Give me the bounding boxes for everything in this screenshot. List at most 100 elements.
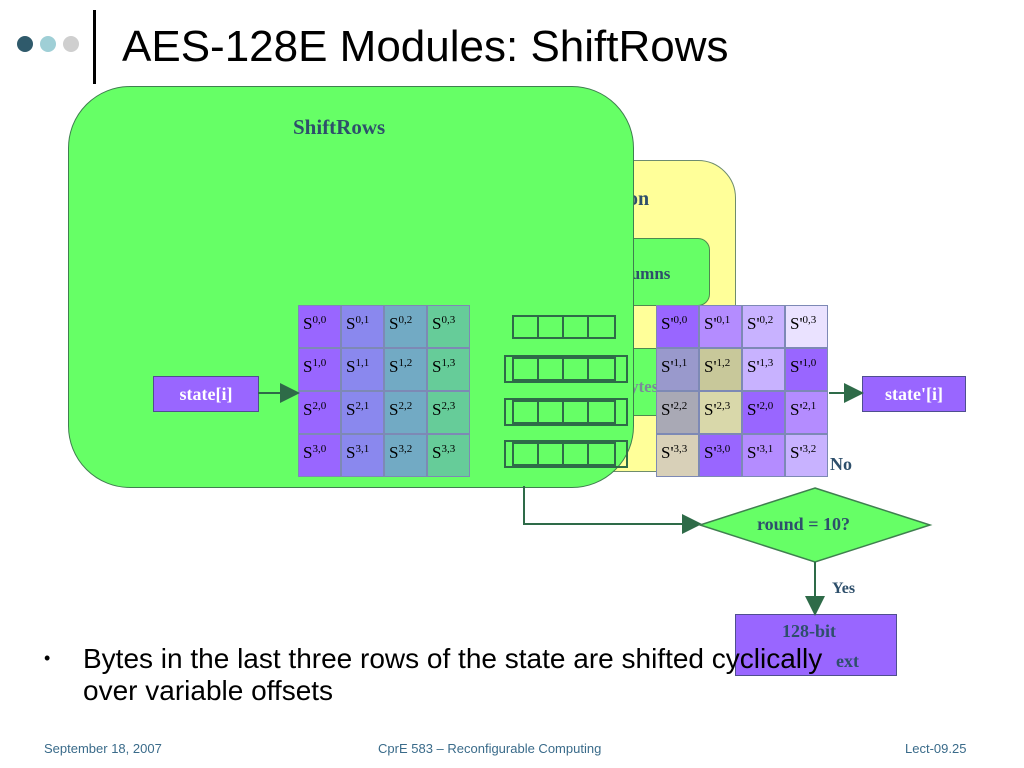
state-cell-index: 3,1 [355,443,370,455]
input-state-box: state[i] [153,376,259,412]
shifted-cell-symbol: S' [661,314,674,333]
shifted-cell-index: 2,1 [802,400,817,412]
shift-loop-row-3 [504,440,628,468]
state-cell-index: 0,3 [441,314,456,326]
decor-dot-dark [17,36,33,52]
bullet-marker: • [44,648,51,668]
shifted-cell-index: 3,3 [673,443,688,455]
shift-register-row-2 [512,400,616,424]
state-cell-symbol: S [432,400,442,419]
shifted-cell-index: 0,0 [673,314,688,326]
shifted-cell-index: 0,3 [802,314,817,326]
shifted-cell-index: 1,3 [759,357,774,369]
shifted-cell-symbol: S' [747,400,760,419]
state-cell-symbol: S [389,400,399,419]
state-cell-index: 2,0 [312,400,327,412]
shifted-cell-symbol: S' [790,443,803,462]
shifted-cell-1-2: S'1,3 [742,348,785,391]
shifted-cell-index: 0,2 [759,314,774,326]
footer-course: CprE 583 – Reconfigurable Computing [378,741,602,756]
shifted-cell-1-0: S'1,1 [656,348,699,391]
slide-title: AES-128E Modules: ShiftRows [122,22,729,71]
shifted-cell-symbol: S' [747,357,760,376]
no-label: No [830,454,852,474]
loop-back-arrow [523,486,702,534]
yes-label: Yes [832,580,856,597]
state-cell-index: 1,1 [355,357,370,369]
subbytes-label: ytes [630,377,659,396]
decor-dot-light [40,36,56,52]
mixcolumns-label: lumns [626,264,671,283]
state-cell-symbol: S [303,314,313,333]
state-cell-symbol: S [303,400,313,419]
state-cell-symbol: S [389,357,399,376]
shift-register-row-1 [512,357,616,381]
shifted-cell-index: 1,0 [802,357,817,369]
shifted-cell-index: 1,1 [673,357,688,369]
shifted-cell-symbol: S' [704,400,717,419]
state-cell-symbol: S [303,443,313,462]
bullet-text: Bytes in the last three rows of the stat… [83,643,823,706]
shifted-cell-0-3: S'0,3 [785,305,828,348]
shifted-cell-index: 2,3 [716,400,731,412]
decision-label: round = 10? [757,514,850,534]
shifted-cell-index: 2,2 [673,400,688,412]
shifted-cell-symbol: S' [704,314,717,333]
decor-dot-gray [63,36,79,52]
ciphertext-line-2: ext [836,651,859,671]
ciphertext-output-box: 128-bit ext [735,614,897,676]
output-state-label: state'[i] [885,383,943,404]
input-state-label: state[i] [179,383,233,404]
shifted-cell-symbol: S' [661,443,674,462]
shifted-cell-symbol: S' [704,357,717,376]
state-cell-symbol: S [346,443,356,462]
ciphertext-line-1: 128-bit [782,621,836,641]
shifted-cell-3-0: S'3,3 [656,434,699,477]
shifted-cell-1-3: S'1,0 [785,348,828,391]
state-cell-symbol: S [389,443,399,462]
shifted-cell-symbol: S' [704,443,717,462]
shifted-cell-index: 0,1 [716,314,731,326]
shifted-cell-0-1: S'0,1 [699,305,742,348]
shifted-cell-2-0: S'2,2 [656,391,699,434]
shifted-cell-symbol: S' [747,314,760,333]
shifted-cell-index: 3,0 [716,443,731,455]
state-cell-index: 2,2 [398,400,413,412]
state-cell-index: 0,0 [312,314,327,326]
state-cell-symbol: S [346,314,356,333]
shifted-cell-index: 1,2 [716,357,731,369]
state-cell-symbol: S [303,357,313,376]
shift-register-row-3 [512,442,616,466]
state-cell-symbol: S [432,357,442,376]
shifted-cell-symbol: S' [661,400,674,419]
shifted-cell-index: 2,0 [759,400,774,412]
shifted-cell-0-2: S'0,2 [742,305,785,348]
shiftrows-label: ShiftRows [293,115,386,139]
shifted-cell-symbol: S' [790,314,803,333]
state-cell-index: 3,0 [312,443,327,455]
state-cell-index: 0,1 [355,314,370,326]
shifted-cell-0-0: S'0,0 [656,305,699,348]
state-cell-index: 2,3 [441,400,456,412]
shift-register-row-0 [512,315,616,339]
footer-lecture: Lect-09.25 [905,741,967,756]
state-cell-symbol: S [346,357,356,376]
state-cell-symbol: S [389,314,399,333]
shifted-cell-2-3: S'2,1 [785,391,828,434]
footer-date: September 18, 2007 [44,741,162,756]
